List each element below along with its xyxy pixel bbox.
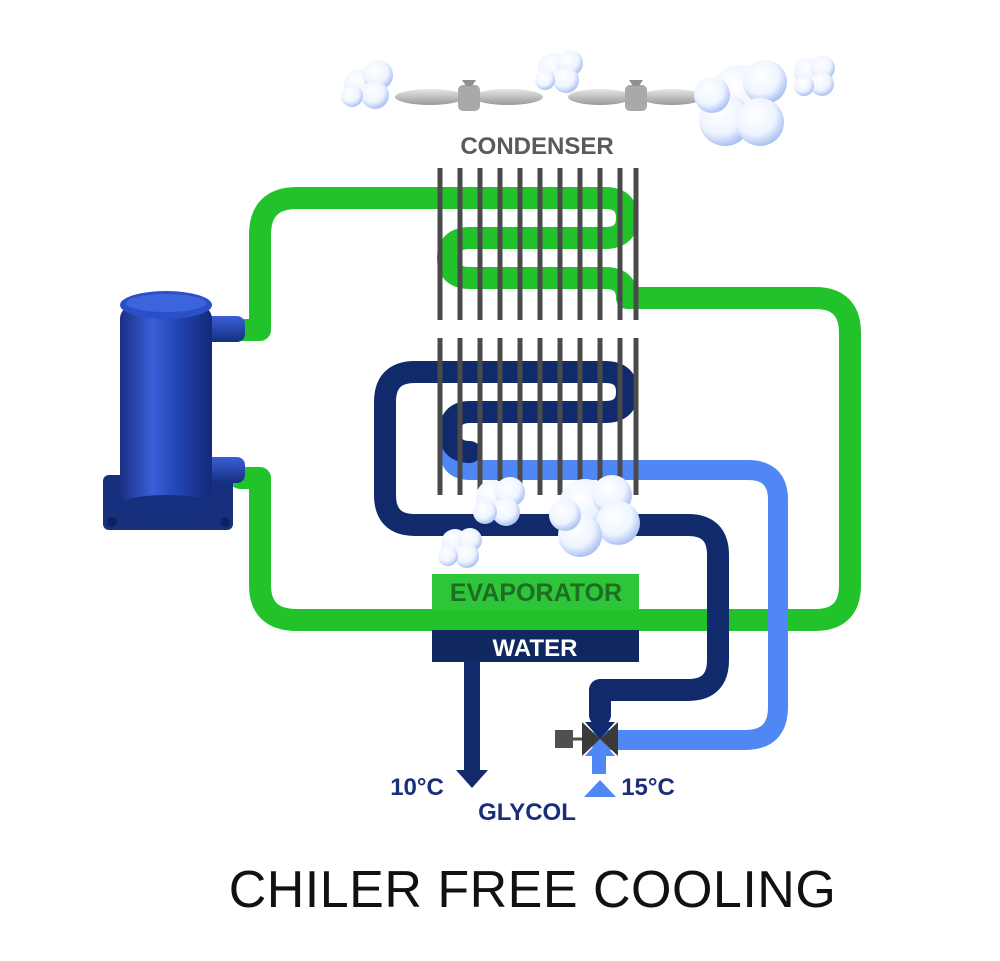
evaporator-label: EVAPORATOR	[450, 579, 622, 607]
refrigerant-pipe-top	[229, 187, 616, 341]
arrow-down-icon	[456, 770, 488, 788]
cloud-icon	[535, 50, 583, 93]
glycol-label: GLYCOL	[478, 799, 576, 826]
diagram-title: CHILER FREE COOLING	[228, 861, 837, 919]
cloud-icon	[438, 528, 482, 568]
temp-in-label: 15°C	[621, 774, 675, 801]
water-label: WATER	[493, 635, 578, 662]
fan-icon	[568, 80, 704, 111]
temp-out-label: 10°C	[390, 774, 444, 801]
condenser-coil-bars	[437, 168, 639, 320]
cloud-icon	[794, 56, 835, 96]
valve-inlet-pipe	[592, 752, 606, 774]
three-way-valve-icon	[555, 722, 618, 756]
arrow-up-icon	[584, 780, 616, 797]
water-box	[432, 630, 639, 662]
glycol-return-pipe	[440, 442, 788, 750]
evaporator-box	[432, 574, 639, 610]
cloud-icon	[341, 60, 393, 109]
glycol-supply-pipe	[374, 361, 729, 726]
compressor-icon	[103, 291, 245, 530]
free-cooling-coil-bars	[437, 338, 639, 495]
glycol-outlet-pipe	[464, 660, 480, 770]
cloud-icon	[694, 60, 787, 146]
cloud-icon	[473, 477, 525, 526]
fan-icon	[395, 80, 543, 111]
cloud-icon	[549, 475, 640, 557]
condenser-label: CONDENSER	[460, 133, 613, 160]
